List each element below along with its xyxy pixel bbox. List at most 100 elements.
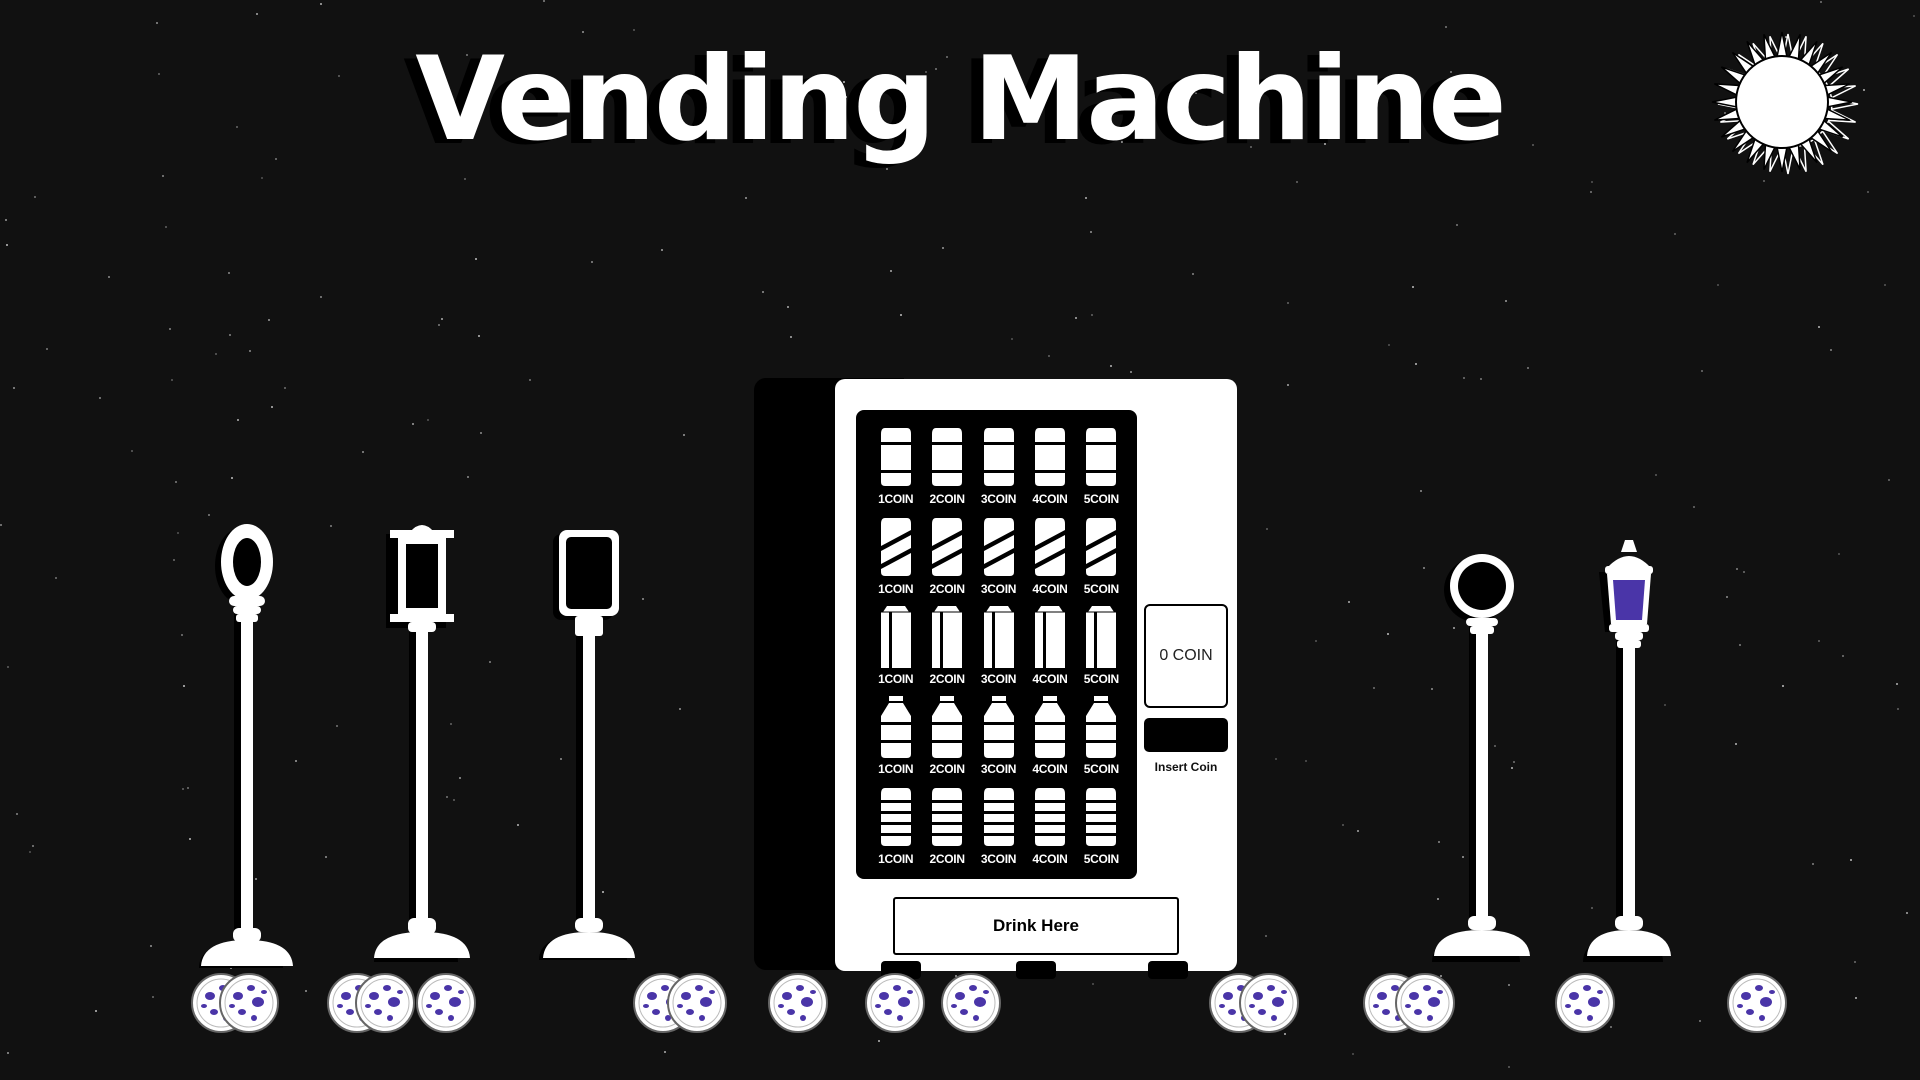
star [1785,36,1787,38]
product-slot[interactable]: 3COIN [973,696,1024,786]
star [177,532,179,534]
star [162,175,164,177]
title-shadow: Vending Machine [403,36,1495,171]
lantern-lamp-icon [374,525,470,962]
product-slot[interactable]: 2COIN [921,426,972,516]
product-slot[interactable]: 5COIN [1076,786,1127,876]
star [1674,233,1676,235]
star [787,306,789,308]
ribbed-can-icon [1086,788,1117,846]
coin-slot[interactable] [1144,718,1228,752]
star [1195,92,1197,94]
star [0,524,2,526]
product-slot[interactable]: 2COIN [921,516,972,606]
star [591,261,593,263]
star [679,708,681,710]
coin-icon[interactable] [415,972,477,1034]
star [1739,644,1741,646]
coin-icon[interactable] [864,972,926,1034]
star [256,13,258,15]
star [165,226,167,228]
coin-icon[interactable] [1554,972,1616,1034]
bottle-icon [932,696,963,758]
star [34,196,36,198]
star [1284,1033,1286,1035]
product-slot[interactable]: 5COIN [1076,696,1127,786]
product-slot[interactable]: 1COIN [870,786,921,876]
drink-here-button[interactable]: Drink Here [893,897,1179,955]
star [475,258,477,260]
star [13,387,15,389]
star [1420,490,1422,492]
star [229,334,231,336]
star [1913,15,1915,17]
star [1527,367,1529,369]
star [1305,760,1307,762]
star [1192,273,1194,275]
star [1591,907,1593,909]
star [441,318,443,320]
star [977,84,979,86]
star [1265,935,1267,937]
coin-icon[interactable] [1726,972,1788,1034]
star [1610,1026,1612,1028]
coin-icon[interactable] [666,972,728,1034]
product-slot[interactable]: 1COIN [870,696,921,786]
star [108,276,110,278]
star [1736,568,1738,570]
can-icon [983,428,1014,486]
star [745,197,747,199]
product-slot[interactable]: 4COIN [1024,696,1075,786]
product-slot[interactable]: 2COIN [921,696,972,786]
product-slot[interactable]: 3COIN [973,516,1024,606]
star [29,851,31,853]
star [1324,143,1326,145]
round-lamp-icon [1432,554,1530,962]
coin-icon[interactable] [767,972,829,1034]
star [150,945,152,947]
product-slot[interactable]: 1COIN [870,426,921,516]
product-slot[interactable]: 2COIN [921,786,972,876]
bottle-icon [983,696,1014,758]
product-slot[interactable]: 3COIN [973,786,1024,876]
star [459,777,461,779]
product-slot[interactable]: 4COIN [1024,516,1075,606]
star [651,112,653,114]
coin-icon[interactable] [940,972,1002,1034]
product-slot[interactable]: 5COIN [1076,606,1127,696]
coin-icon[interactable] [218,972,280,1034]
star [1348,601,1350,603]
star [1296,181,1298,183]
star [935,68,937,70]
product-slot[interactable]: 1COIN [870,516,921,606]
star [7,666,9,668]
coin-icon[interactable] [354,972,416,1034]
product-slot[interactable]: 3COIN [973,426,1024,516]
machine-foot [1148,961,1188,979]
product-slot[interactable]: 5COIN [1076,516,1127,606]
star [1513,761,1515,763]
product-slot[interactable]: 2COIN [921,606,972,696]
star [1395,111,1397,113]
coin-icon[interactable] [1394,972,1456,1034]
product-slot[interactable]: 5COIN [1076,426,1127,516]
product-slot[interactable]: 4COIN [1024,426,1075,516]
star [942,247,944,249]
star [268,319,270,321]
star [1250,146,1252,148]
coin-icon[interactable] [1238,972,1300,1034]
title-text: Vending Machine [415,32,1507,167]
star [1259,82,1261,84]
star [181,634,183,636]
product-slot[interactable]: 4COIN [1024,606,1075,696]
product-price: 4COIN [1032,672,1068,686]
product-slot[interactable]: 4COIN [1024,786,1075,876]
product-price: 3COIN [980,672,1017,686]
product-slot[interactable]: 1COIN [870,606,921,696]
product-slot[interactable]: 3COIN [973,606,1024,696]
ribbed-can-icon [1034,788,1065,846]
star [480,432,482,434]
star [1726,596,1728,598]
sun-icon[interactable] [1710,30,1860,180]
